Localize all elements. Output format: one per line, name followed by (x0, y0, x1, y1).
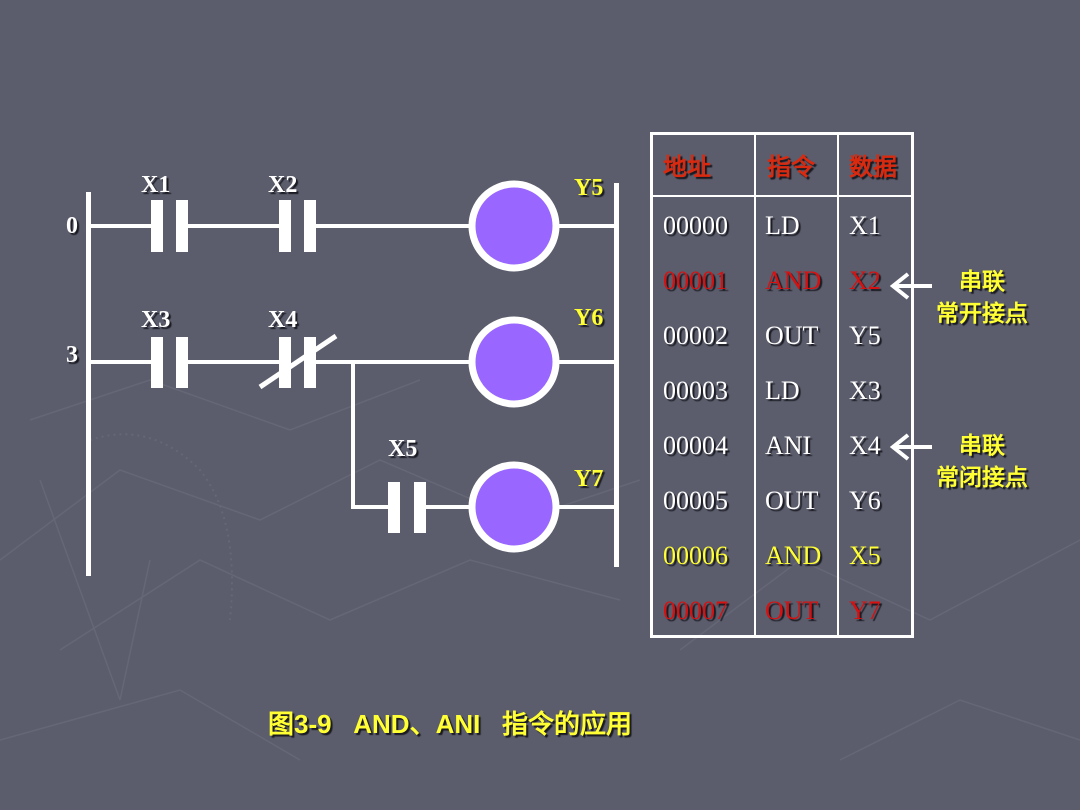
cell-address: 00006 (663, 541, 728, 570)
cell-instruction: AND (765, 541, 822, 570)
right-power-rail (614, 183, 619, 567)
cell-instruction: AND (765, 266, 822, 295)
contact-label-x4: X4 (268, 307, 298, 333)
header-address: 地址 (663, 153, 711, 181)
rung-0 (91, 180, 614, 272)
cell-instruction: LD (765, 376, 800, 405)
annotation-series-no-line1: 串联 (959, 269, 1005, 295)
cell-instruction: OUT (765, 596, 819, 625)
annotation-series-no: 串联 常开接点 (922, 266, 1042, 330)
rung-number-3: 3 (66, 342, 78, 368)
cell-address: 00001 (663, 266, 728, 295)
cell-instruction: ANI (765, 431, 812, 460)
cell-instruction: OUT (765, 321, 819, 350)
annotation-series-nc: 串联 常闭接点 (922, 430, 1042, 494)
cell-address: 00004 (663, 431, 728, 460)
annotation-series-no-line2: 常开接点 (936, 301, 1028, 327)
cell-address: 00003 (663, 376, 728, 405)
annotation-series-nc-line1: 串联 (959, 433, 1005, 459)
rung-number-0: 0 (66, 213, 78, 239)
contact-x3[interactable] (151, 337, 188, 388)
annotation-series-nc-line2: 常闭接点 (936, 465, 1028, 491)
arrow-to-x2 (889, 272, 932, 300)
contact-label-x1: X1 (141, 172, 171, 198)
cell-address: 00005 (663, 486, 728, 515)
cell-data: X1 (849, 211, 881, 240)
cell-address: 00002 (663, 321, 728, 350)
coil-label-y7: Y7 (574, 466, 604, 492)
cell-data: X4 (849, 431, 881, 460)
left-power-rail (86, 192, 91, 576)
header-data: 数据 (849, 153, 897, 181)
cell-data: X5 (849, 541, 881, 570)
cell-address: 00000 (663, 211, 728, 240)
cell-data: Y5 (849, 321, 881, 350)
cell-data: X2 (849, 266, 881, 295)
cell-data: Y6 (849, 486, 881, 515)
figure-caption: 图3-9 AND、ANI 指令的应用 (268, 709, 633, 739)
cell-data: Y7 (849, 596, 881, 625)
cell-instruction: OUT (765, 486, 819, 515)
rung-3 (91, 316, 614, 553)
coil-y7[interactable] (468, 461, 560, 553)
coil-y5[interactable] (468, 180, 560, 272)
coil-label-y5: Y5 (574, 175, 604, 201)
coil-y6[interactable] (468, 316, 560, 408)
cell-instruction: LD (765, 211, 800, 240)
contact-label-x2: X2 (268, 172, 298, 198)
contact-label-x3: X3 (141, 307, 171, 333)
contact-x4-normally-closed[interactable] (258, 333, 338, 390)
header-instruction: 指令 (767, 153, 815, 181)
contact-x1[interactable] (151, 200, 188, 252)
cell-data: X3 (849, 376, 881, 405)
contact-x5[interactable] (388, 482, 426, 533)
contact-label-x5: X5 (388, 436, 418, 462)
cell-address: 00007 (663, 596, 728, 625)
coil-label-y6: Y6 (574, 305, 604, 331)
contact-x2[interactable] (279, 200, 316, 252)
arrow-to-x4 (889, 433, 932, 461)
